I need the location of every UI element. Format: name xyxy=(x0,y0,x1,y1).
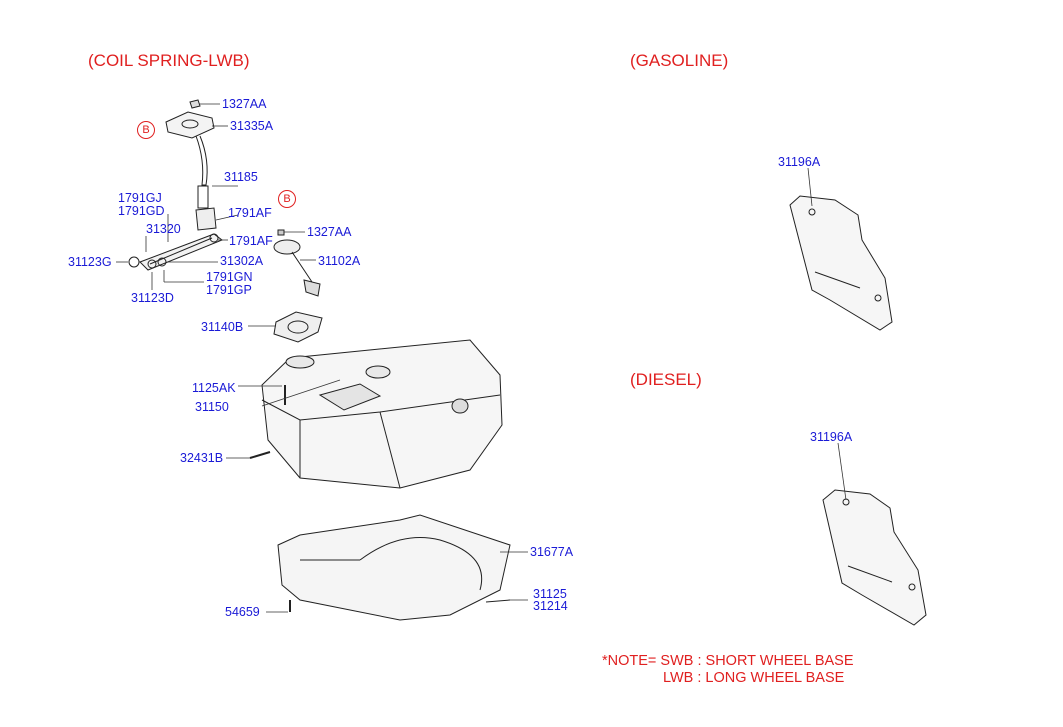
part-label-1791af-b: 1791AF xyxy=(229,234,273,248)
gasoline-bracket-drawing xyxy=(789,195,893,331)
part-label-31140b: 31140B xyxy=(201,320,244,334)
part-label-31214: 31214 xyxy=(533,599,568,613)
part-label-32431b: 32431B xyxy=(180,451,224,465)
part-label-31185: 31185 xyxy=(224,170,258,184)
part-label-1125ak: 1125AK xyxy=(192,381,236,395)
part-label-1791af-a: 1791AF xyxy=(228,206,272,220)
part-label-31677a: 31677A xyxy=(530,545,574,559)
part-label-1791gn: 1791GN xyxy=(206,270,253,284)
part-label-31335a: 31335A xyxy=(230,119,274,133)
heading-coil-spring: (COIL SPRING-LWB) xyxy=(88,51,250,70)
part-label-1327aa-top: 1327AA xyxy=(222,97,267,111)
part-label-31302a: 31302A xyxy=(220,254,264,268)
callout-b-top: B xyxy=(137,121,155,139)
part-label-1791gj: 1791GJ xyxy=(118,191,162,205)
part-label-1327aa-mid: 1327AA xyxy=(307,225,352,239)
part-label-31196a-gasoline: 31196A xyxy=(778,155,821,169)
part-label-31123g: 31123G xyxy=(68,255,112,269)
part-label-31123d: 31123D xyxy=(131,291,174,305)
heading-gasoline: (GASOLINE) xyxy=(630,51,729,70)
part-label-31102a: 31102A xyxy=(318,254,361,268)
part-label-31196a-diesel: 31196A xyxy=(810,430,853,444)
leader-lines xyxy=(116,103,847,613)
filler-neck-drawing xyxy=(165,99,217,231)
part-label-31125: 31125 xyxy=(533,587,567,601)
diesel-bracket-drawing xyxy=(822,489,927,626)
part-label-1791gp: 1791GP xyxy=(206,283,252,297)
part-label-54659: 54659 xyxy=(225,605,260,619)
fuel-sender-drawing xyxy=(273,229,321,297)
protector-plate-drawing xyxy=(277,514,511,621)
hose-drawing xyxy=(128,233,224,271)
gasket-drawing xyxy=(273,311,323,343)
part-label-31320: 31320 xyxy=(146,222,181,236)
note-swb: *NOTE= SWB : SHORT WHEEL BASE xyxy=(602,653,854,669)
callout-b-mid: B xyxy=(278,190,296,208)
part-label-31150: 31150 xyxy=(195,400,229,414)
note-lwb: LWB : LONG WHEEL BASE xyxy=(663,670,845,686)
heading-diesel: (DIESEL) xyxy=(630,370,702,389)
fuel-tank-drawing xyxy=(249,339,503,489)
part-label-1791gd: 1791GD xyxy=(118,204,165,218)
